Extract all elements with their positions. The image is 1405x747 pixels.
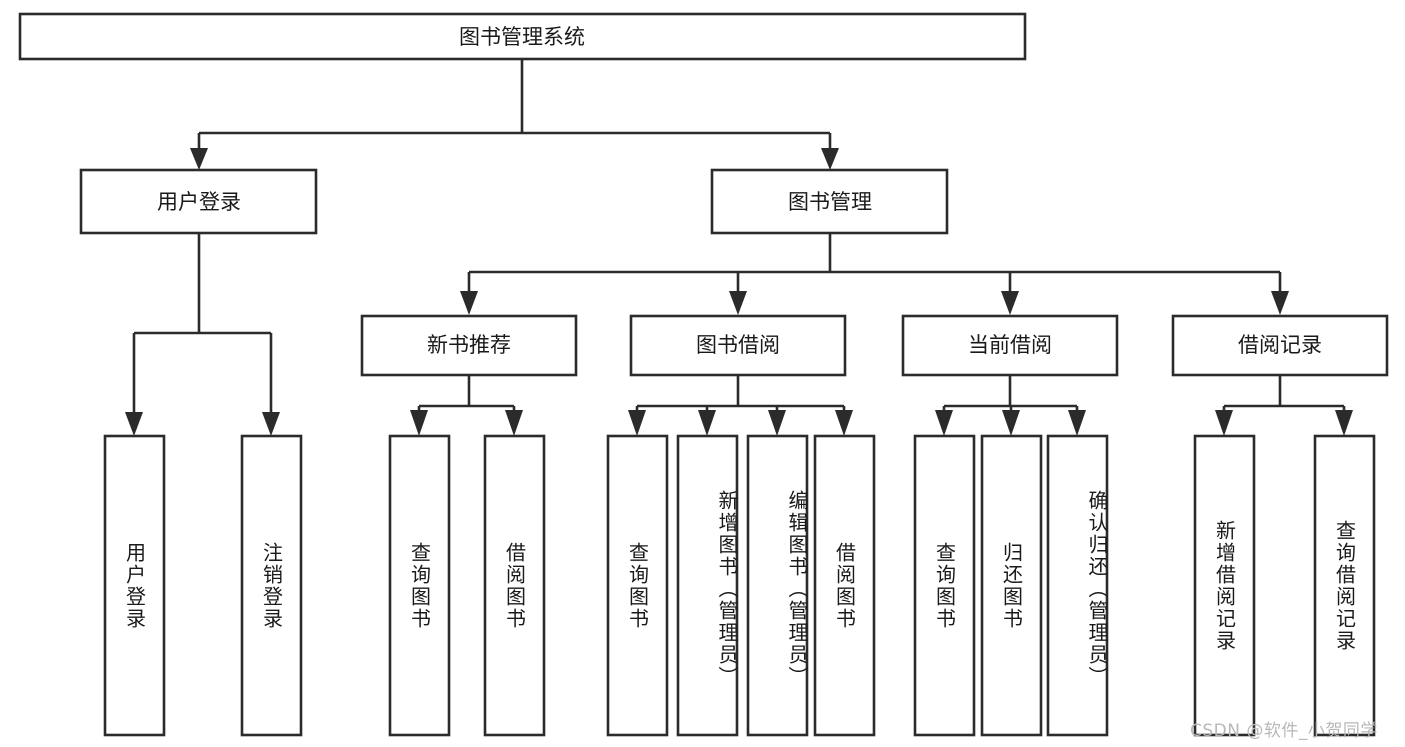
arrow-book-borrow-leaf-2 [698,410,716,436]
arrow-book-borrow-leaf-3 [768,410,786,436]
arrow-root-to-book-mgmt [821,148,839,170]
arrow-book-mgmt-to-record [1271,291,1289,315]
connector-group-borrow-record [1215,375,1353,436]
node-current-borrow-label: 当前借阅 [968,333,1052,357]
node-user-login-box[interactable] [79,168,318,235]
arrow-current-borrow-leaf-3 [1068,410,1086,436]
leaf-group-current-borrow [913,434,1109,737]
node-book-management-label: 图书管理 [788,190,872,214]
arrow-current-borrow-leaf-1 [935,410,953,436]
watermark-csdn: CSDN @软件_小贺同学 [1190,721,1378,741]
leaf-group-book-borrow [606,434,876,737]
leaf-box-book-borrow-1[interactable] [606,434,669,737]
arrow-book-mgmt-to-borrow [729,291,747,315]
node-book-borrow[interactable]: 图书借阅 [629,314,847,377]
arrow-borrow-record-leaf-1 [1215,410,1233,436]
node-root-box[interactable] [18,12,1027,61]
node-book-borrow-box[interactable] [629,314,847,377]
connector-group-new-book [410,375,523,436]
arrow-book-borrow-leaf-1 [628,410,646,436]
leaf-box-new-book-1[interactable] [388,434,451,737]
arrow-borrow-record-leaf-2 [1335,410,1353,436]
arrow-current-borrow-leaf-2 [1002,410,1020,436]
node-user-login[interactable]: 用户登录 [79,168,318,235]
leaf-box-current-borrow-2[interactable] [980,434,1043,737]
connector-group-book-borrow [628,375,853,436]
connector-group-book-mgmt [460,233,1289,315]
leaf-box-book-borrow-2[interactable] [676,434,739,737]
arrow-book-borrow-leaf-4 [835,410,853,436]
leaf-box-borrow-record-1[interactable] [1193,434,1256,737]
leaf-group-borrow-record [1193,434,1376,737]
node-borrow-record-box[interactable] [1171,314,1389,377]
leaf-box-user-login-2[interactable] [240,434,303,737]
node-book-borrow-label: 图书借阅 [696,333,780,357]
arrow-user-login-leaf-1 [125,412,143,436]
leaf-box-book-borrow-3[interactable] [746,434,809,737]
connector-group-current-borrow [935,375,1086,436]
node-borrow-record-label: 借阅记录 [1238,333,1322,357]
connector-group-user-login [125,233,280,436]
leaf-box-borrow-record-2[interactable] [1313,434,1376,737]
leaf-box-new-book-2[interactable] [483,434,546,737]
leaf-box-book-borrow-4[interactable] [813,434,876,737]
arrow-book-mgmt-to-current [1001,291,1019,315]
node-user-login-label: 用户登录 [157,190,241,214]
node-new-book-recommend[interactable]: 新书推荐 [360,314,578,377]
leaf-box-user-login-1[interactable] [103,434,166,737]
arrow-book-mgmt-to-new-book [460,291,478,315]
leaf-box-current-borrow-1[interactable] [913,434,976,737]
leaf-group-new-book-recommend [388,434,546,737]
arrow-new-book-leaf-1 [410,410,428,436]
arrow-new-book-leaf-2 [505,410,523,436]
node-new-book-recommend-box[interactable] [360,314,578,377]
arrow-user-login-leaf-2 [262,412,280,436]
node-book-management-box[interactable] [710,168,949,235]
node-current-borrow[interactable]: 当前借阅 [901,314,1119,377]
node-root[interactable]: 图书管理系统 [18,12,1027,61]
leaf-group-user-login [103,434,303,737]
node-borrow-record[interactable]: 借阅记录 [1171,314,1389,377]
node-root-label: 图书管理系统 [459,25,585,49]
arrow-root-to-user-login [190,148,208,170]
node-book-management[interactable]: 图书管理 [710,168,949,235]
connector-group-root [190,59,839,170]
node-new-book-recommend-label: 新书推荐 [427,333,511,357]
node-current-borrow-box[interactable] [901,314,1119,377]
leaf-box-current-borrow-3[interactable] [1046,434,1109,737]
